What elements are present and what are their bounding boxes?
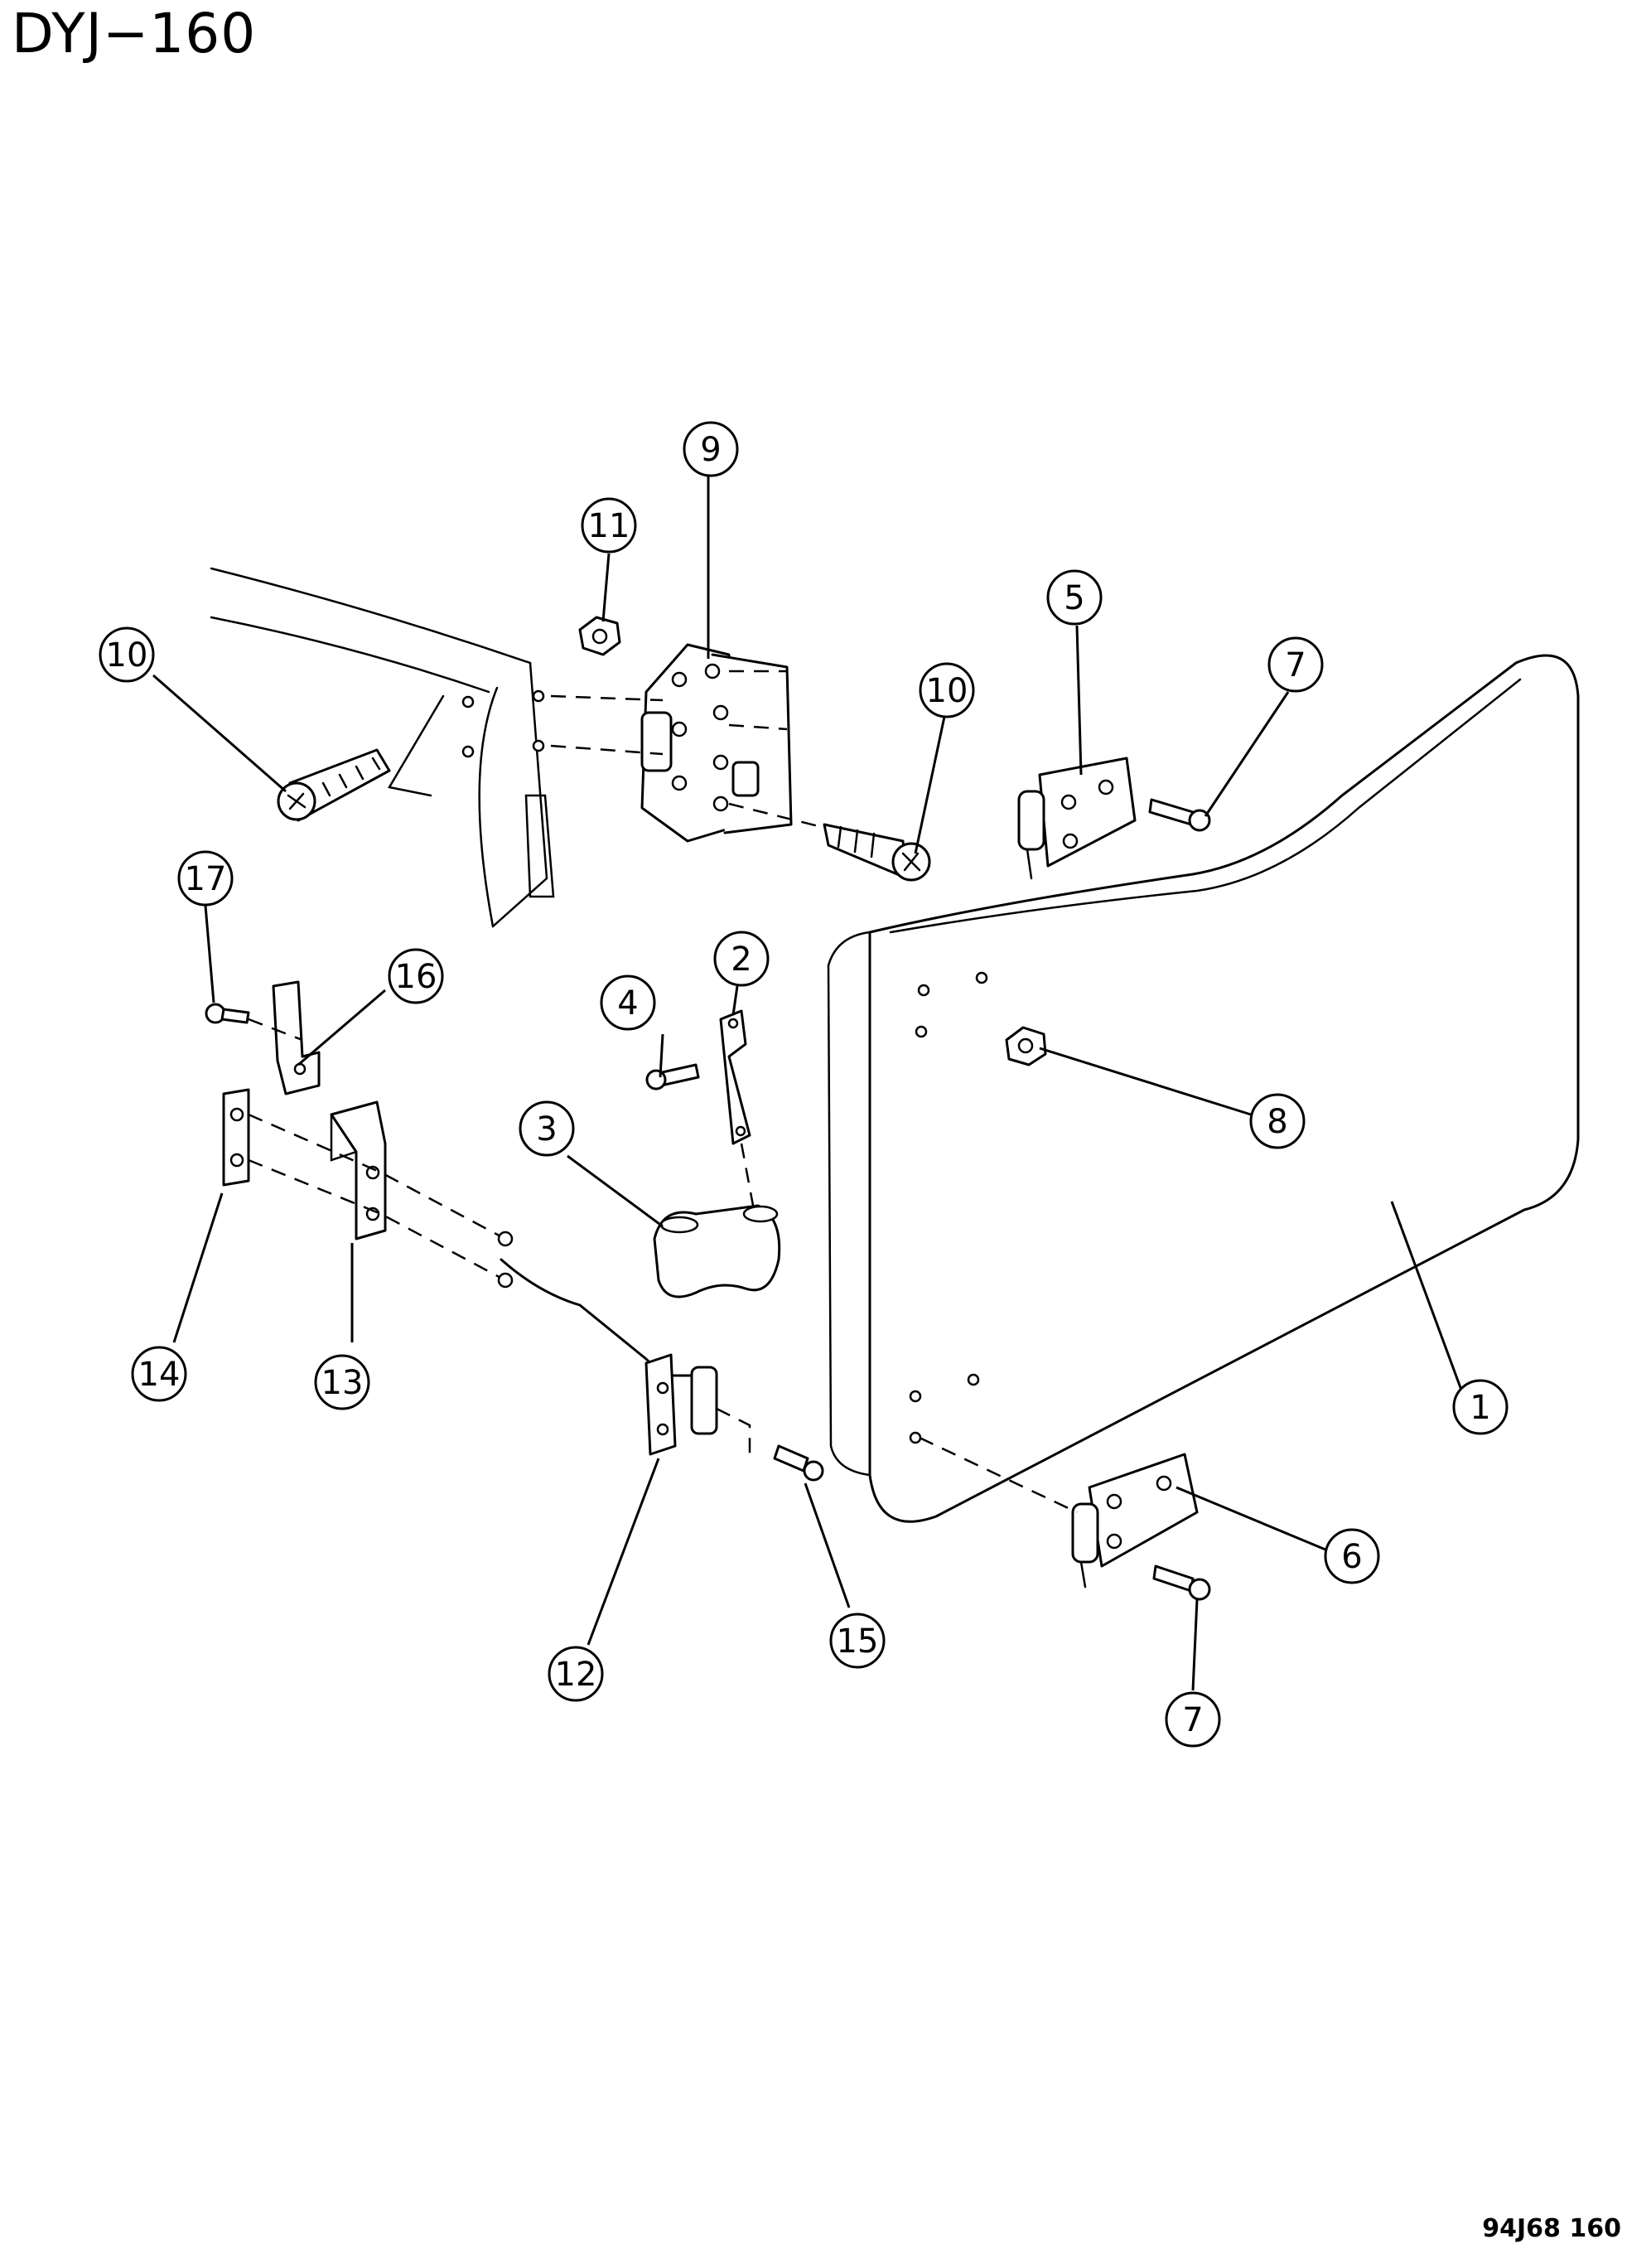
svg-text:8: 8: [1267, 1103, 1287, 1141]
body-panel: [210, 567, 555, 928]
lower-hinge-plate: [222, 1088, 250, 1187]
svg-text:2: 2: [731, 941, 751, 979]
callout-3: 3: [519, 1100, 575, 1157]
upper-bolt: [1148, 798, 1211, 832]
callout-7-upper: 7: [1267, 636, 1324, 693]
door-panel: [827, 654, 1580, 1523]
leader-lines: [152, 476, 1464, 1691]
strap-bracket: [653, 1204, 781, 1298]
svg-text:9: 9: [700, 431, 721, 469]
svg-text:12: 12: [555, 1656, 597, 1694]
lower-hinge-bracket: [330, 1100, 387, 1240]
callout-13: 13: [314, 1354, 370, 1410]
callout-10-right: 10: [919, 662, 975, 718]
svg-text:10: 10: [106, 636, 148, 675]
svg-text:14: 14: [138, 1356, 181, 1394]
callout-2: 2: [713, 931, 770, 987]
lower-screw-15: [773, 1444, 824, 1482]
callout-12: 12: [548, 1646, 604, 1702]
callout-4: 4: [600, 974, 656, 1031]
svg-text:6: 6: [1341, 1538, 1362, 1576]
callout-7-lower: 7: [1165, 1691, 1221, 1748]
door-upper-hinge: [1017, 757, 1137, 880]
svg-text:4: 4: [617, 984, 638, 1023]
callout-1: 1: [1452, 1379, 1509, 1435]
door-lower-hinge-12: [500, 1258, 751, 1458]
svg-text:1: 1: [1470, 1389, 1490, 1427]
door-lower-hinge: [1071, 1453, 1199, 1589]
callout-9: 9: [683, 421, 739, 477]
svg-text:13: 13: [321, 1364, 364, 1402]
svg-text:10: 10: [926, 672, 968, 710]
svg-text:3: 3: [536, 1110, 557, 1149]
right-screw: [823, 823, 931, 882]
left-screw: [277, 748, 391, 822]
callout-5: 5: [1046, 569, 1103, 626]
svg-text:5: 5: [1064, 579, 1084, 617]
callout-6: 6: [1324, 1528, 1380, 1584]
callout-16: 16: [388, 948, 444, 1004]
strap-bolt: [645, 1063, 700, 1090]
strap-screw: [205, 1003, 250, 1024]
callout-11: 11: [581, 497, 637, 554]
lower-bolt: [1152, 1564, 1211, 1601]
svg-text:7: 7: [1182, 1701, 1203, 1739]
callout-10-left: 10: [99, 626, 155, 683]
page-code: DYJ−160: [12, 2, 257, 65]
hinge-nut: [578, 616, 621, 656]
svg-text:15: 15: [837, 1622, 879, 1661]
svg-text:16: 16: [395, 958, 437, 996]
callout-14: 14: [131, 1346, 187, 1402]
check-strap: [719, 1009, 751, 1145]
callout-15: 15: [829, 1613, 886, 1669]
callout-8: 8: [1249, 1093, 1306, 1149]
door-nut: [1005, 1026, 1047, 1066]
svg-text:11: 11: [588, 507, 630, 545]
callout-17: 17: [177, 850, 234, 907]
upper-hinge-part: [640, 643, 793, 843]
figure-code: 94J68 160: [1482, 2214, 1621, 2243]
svg-text:7: 7: [1285, 646, 1306, 684]
svg-text:17: 17: [185, 860, 227, 898]
